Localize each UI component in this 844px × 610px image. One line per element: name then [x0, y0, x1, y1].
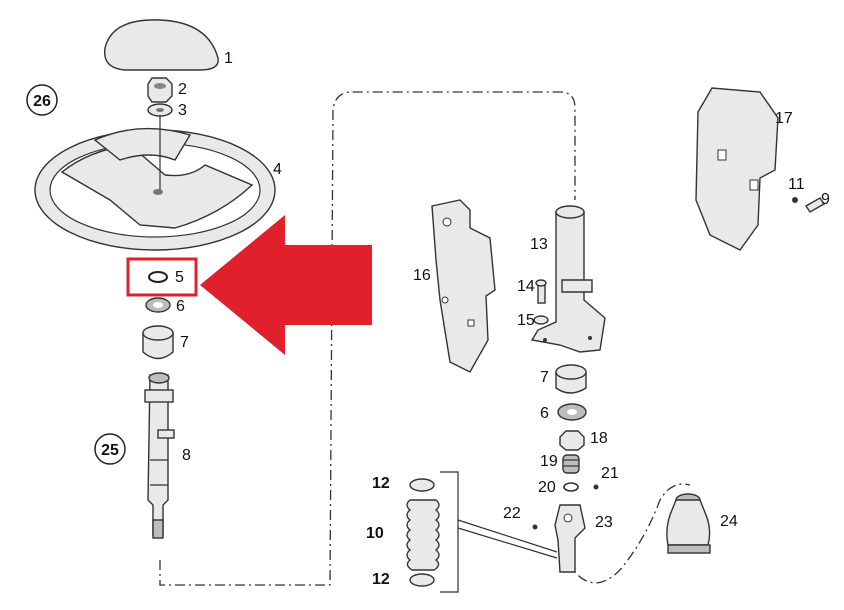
callout-12-top: 12	[372, 475, 390, 492]
part-washer	[147, 103, 173, 117]
part-ring	[563, 482, 579, 492]
callout-13: 13	[530, 236, 548, 253]
part-nut-2	[559, 430, 585, 451]
callout-19: 19	[540, 453, 558, 470]
part-bearing-2	[557, 403, 587, 421]
part-nut	[147, 77, 173, 103]
callout-23: 23	[595, 514, 613, 531]
part-spring	[562, 454, 580, 474]
callout-18: 18	[590, 430, 608, 447]
svg-text:25: 25	[101, 442, 119, 459]
highlight-box	[126, 257, 198, 297]
callout-21: 21	[601, 465, 619, 482]
part-bushing-2	[555, 364, 587, 394]
leader	[457, 519, 558, 553]
part-pin-21	[593, 484, 599, 490]
callout-24: 24	[720, 513, 738, 530]
callout-6: 6	[176, 298, 185, 315]
part-steering-wheel	[34, 115, 276, 251]
part-bushing	[142, 325, 174, 360]
callout-3: 3	[178, 102, 187, 119]
callout-11: 11	[788, 176, 805, 193]
callout-22: 22	[503, 505, 521, 522]
part-bolt	[535, 279, 547, 304]
part-bracket	[431, 199, 496, 373]
callout-8: 8	[182, 447, 191, 464]
callout-9: 9	[821, 191, 830, 208]
callout-6b: 6	[540, 405, 549, 422]
callout-1: 1	[224, 50, 233, 67]
part-column-cover	[695, 87, 779, 251]
part-shaft	[144, 372, 175, 539]
callout-15: 15	[517, 312, 535, 329]
leader	[457, 527, 558, 559]
callout-7: 7	[180, 334, 189, 351]
callout-14: 14	[517, 278, 535, 295]
part-washer-11	[792, 197, 798, 203]
part-dust-boot	[666, 493, 711, 554]
callout-5: 5	[175, 269, 184, 286]
callout-4: 4	[273, 161, 282, 178]
part-column-tube	[530, 205, 606, 353]
callout-16: 16	[413, 267, 431, 284]
circled-ref-25: 25	[94, 433, 126, 465]
part-clip	[148, 271, 168, 283]
part-screw	[805, 197, 825, 213]
svg-text:26: 26	[33, 93, 51, 110]
callout-17: 17	[775, 110, 793, 127]
callout-10: 10	[366, 525, 384, 542]
part-washer-small	[533, 315, 549, 325]
bellows-bracket	[440, 471, 459, 593]
group-boundary	[159, 91, 576, 586]
pointer-arrow	[200, 215, 372, 355]
callout-2: 2	[178, 81, 187, 98]
part-cap	[103, 19, 219, 71]
part-bellows	[406, 478, 440, 587]
group-boundary-lower	[565, 483, 691, 584]
part-universal-joint	[554, 504, 586, 573]
part-pin-22	[532, 524, 538, 530]
callout-12-bottom: 12	[372, 571, 390, 588]
callout-7b: 7	[540, 369, 549, 386]
part-bearing	[145, 297, 171, 313]
circled-ref-26: 26	[26, 84, 58, 116]
callout-20: 20	[538, 479, 556, 496]
